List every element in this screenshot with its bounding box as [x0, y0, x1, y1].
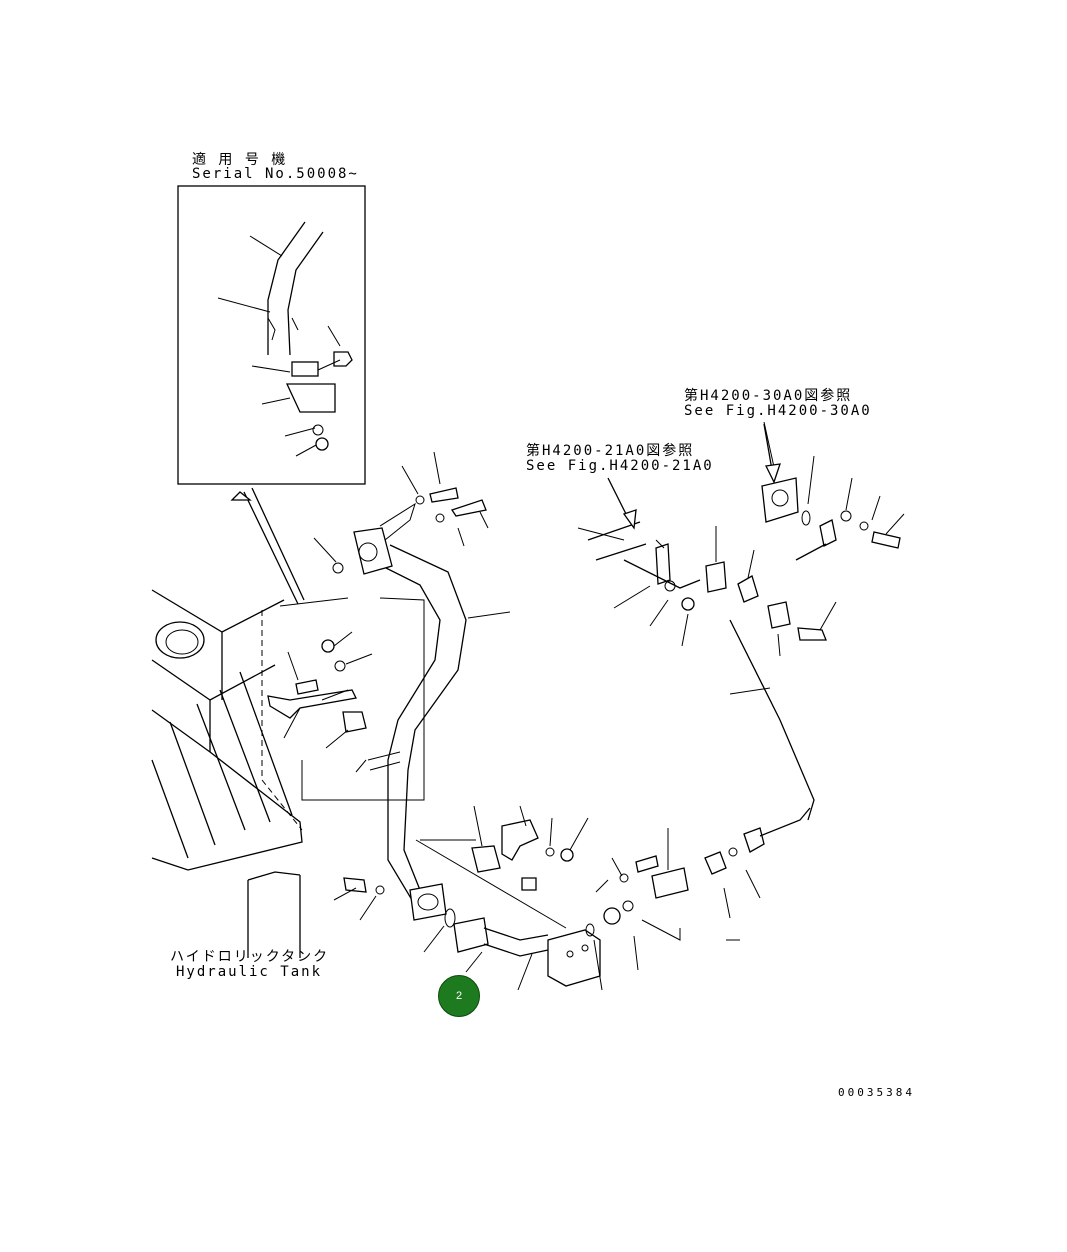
- ref-30a0-jp: 第H4200-30A0図参照: [684, 388, 853, 404]
- inset-serial-label: Serial No.50008~: [192, 166, 359, 182]
- ref-30a0-en: See Fig.H4200-30A0: [684, 403, 872, 419]
- tank-label-jp: ハイドロリックタンク: [170, 949, 330, 965]
- callout-badge[interactable]: 2: [438, 975, 480, 1017]
- ref-21a0-en: See Fig.H4200-21A0: [526, 458, 714, 474]
- drawing-number: 00035384: [838, 1086, 915, 1099]
- tank-label-en: Hydraulic Tank: [176, 964, 323, 980]
- inset-frame: [177, 185, 366, 485]
- ref-21a0-jp: 第H4200-21A0図参照: [526, 443, 695, 459]
- inset-title-jp: 適 用 号 機: [192, 152, 288, 168]
